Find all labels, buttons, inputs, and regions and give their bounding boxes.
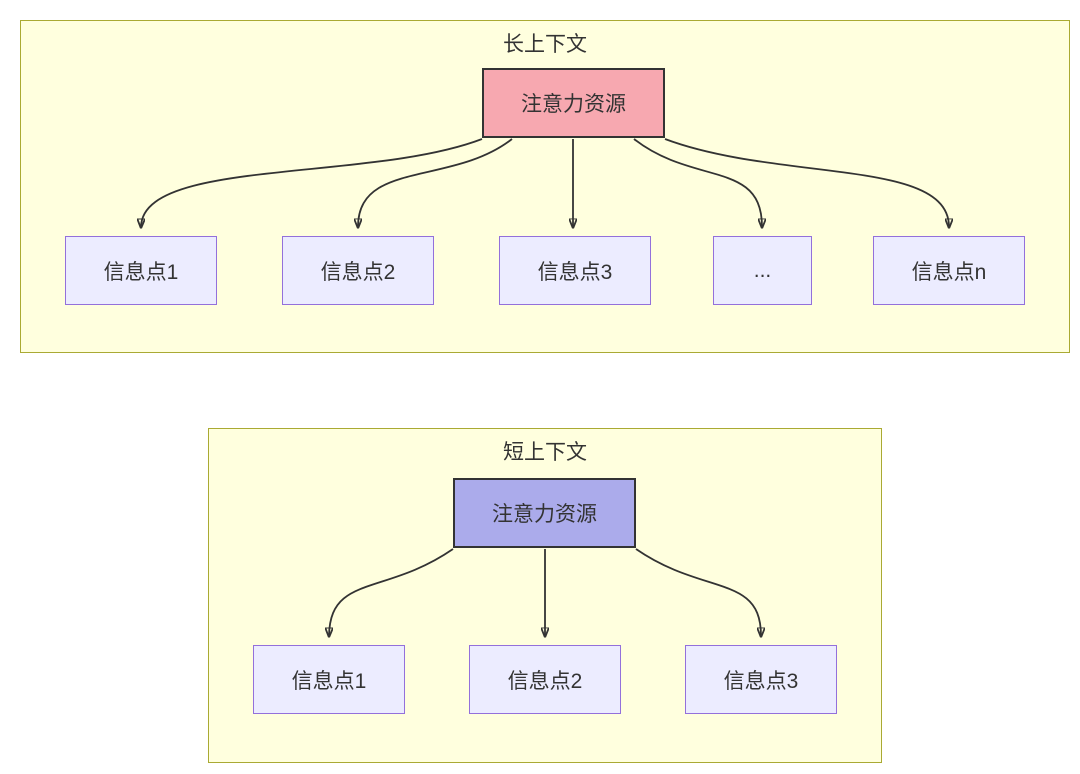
node-info-point-3-long: 信息点3 bbox=[499, 236, 651, 305]
panel-short-context-title: 短上下文 bbox=[503, 441, 587, 464]
node-info-point-ellipsis: ... bbox=[713, 236, 812, 305]
node-info-point-1-long: 信息点1 bbox=[65, 236, 217, 305]
node-attention-resource-short: 注意力资源 bbox=[453, 478, 636, 548]
node-info-point-n: 信息点n bbox=[873, 236, 1025, 305]
node-attention-resource-long: 注意力资源 bbox=[482, 68, 665, 138]
node-info-point-2-short: 信息点2 bbox=[469, 645, 621, 714]
panel-long-context-title: 长上下文 bbox=[503, 33, 587, 56]
node-info-point-1-short: 信息点1 bbox=[253, 645, 405, 714]
node-info-point-2-long: 信息点2 bbox=[282, 236, 434, 305]
node-info-point-3-short: 信息点3 bbox=[685, 645, 837, 714]
